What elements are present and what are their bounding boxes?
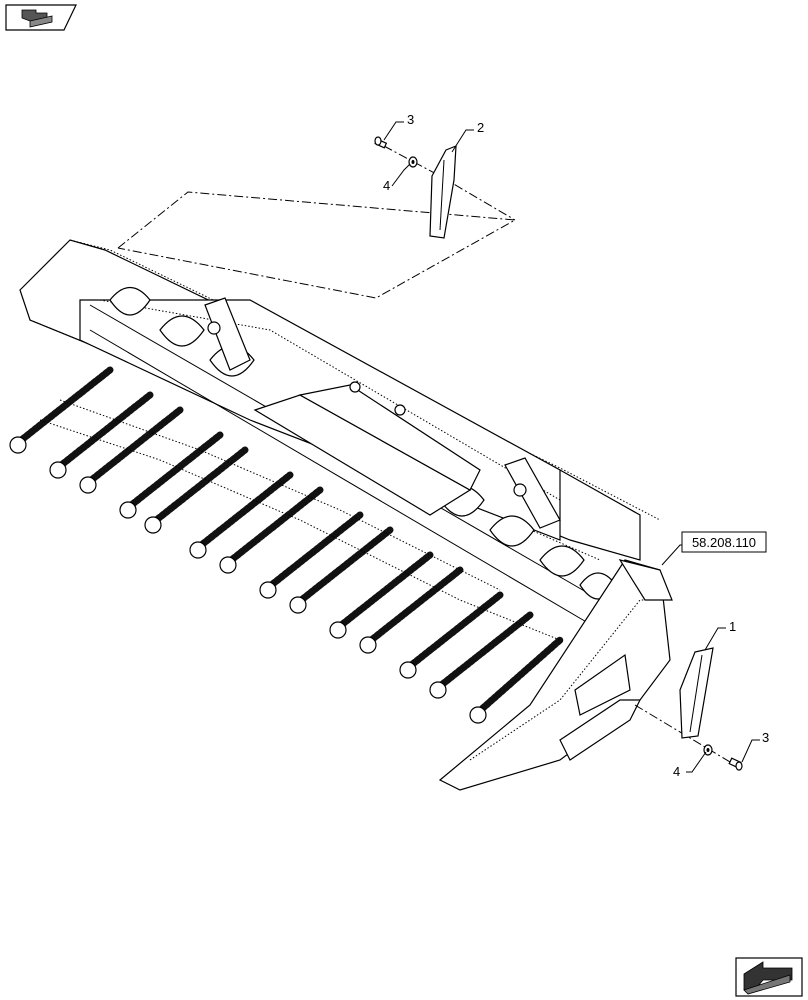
callout-bottom-washer: 4	[673, 764, 680, 779]
bottom-assembly-line	[634, 704, 741, 769]
callout-bottom-bolt: 3	[762, 730, 769, 745]
header-assembly	[9, 239, 673, 791]
previous-page-icon[interactable]	[5, 4, 77, 31]
callout-top-washer: 4	[383, 178, 390, 193]
reference-label: 58.208.110	[692, 535, 756, 550]
top-bolt	[374, 136, 388, 149]
row-units	[9, 366, 564, 724]
top-washer	[408, 156, 418, 168]
callout-bottom-plate: 1	[729, 619, 736, 634]
top-assembly-lines	[117, 145, 517, 299]
bottom-plate	[679, 647, 714, 739]
callout-top-bolt: 3	[407, 112, 414, 127]
top-plate	[429, 145, 457, 239]
bottom-bolt	[728, 757, 743, 771]
reference-box[interactable]: 58.208.110	[681, 531, 767, 553]
callout-top-plate: 2	[477, 120, 484, 135]
next-page-icon[interactable]	[735, 957, 803, 997]
